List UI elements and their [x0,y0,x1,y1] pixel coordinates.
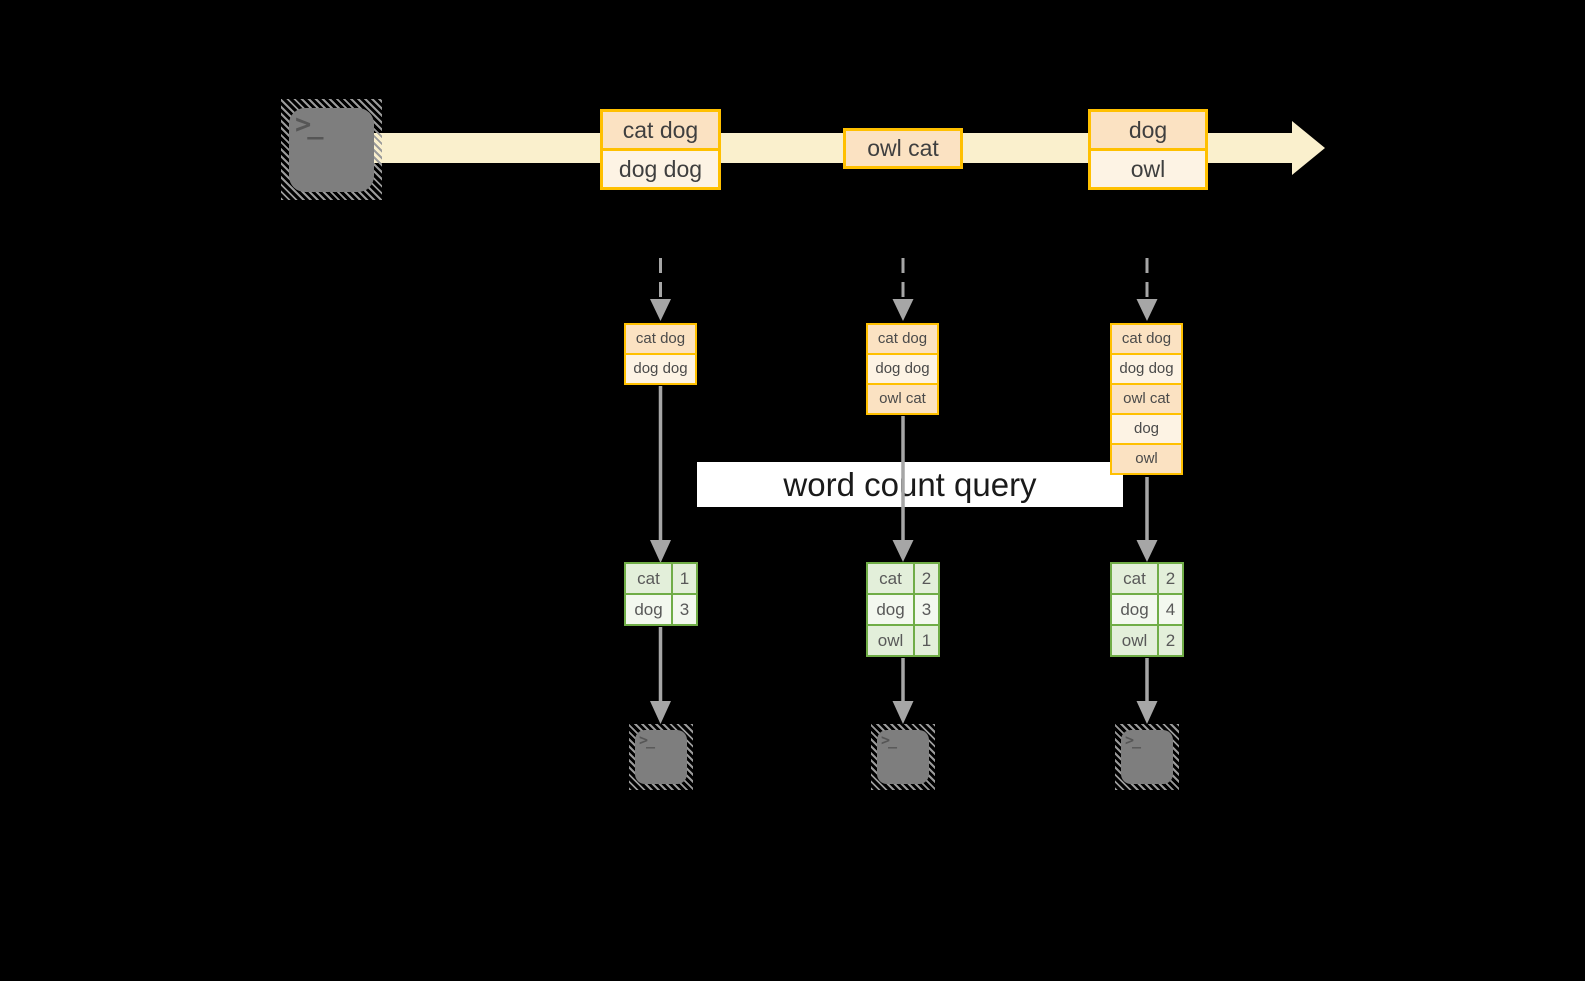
state-record: dog dog [626,353,695,383]
state-record: owl [1112,443,1181,473]
state-record: dog dog [1112,353,1181,383]
result-table-1: cat 1 dog 3 [624,562,698,626]
terminal-screen [289,108,374,192]
word-cell: dog [1112,595,1159,624]
word-cell: owl [1112,626,1159,655]
batch-record: dog [1091,112,1205,148]
output-terminal-icon-1: >_ [629,724,693,790]
count-cell: 1 [921,630,932,650]
terminal-screen [877,730,929,784]
output-terminal-icon-3: >_ [1115,724,1179,790]
terminal-prompt-icon: >_ [639,731,655,749]
terminal-screen [635,730,687,784]
terminal-prompt-icon: >_ [1125,731,1141,749]
state-record: owl cat [868,383,937,413]
count-cell: 3 [921,599,932,619]
table-row: dog 3 [868,593,938,624]
terminal-prompt-icon: >_ [295,109,323,140]
state-stack-2: cat dog dog dog owl cat [866,323,939,415]
state-stack-3: cat dog dog dog owl cat dog owl [1110,323,1183,475]
word-cell: cat [868,564,915,593]
state-record: dog [1112,413,1181,443]
word-cell: cat [1112,564,1159,593]
terminal-prompt-icon: >_ [881,731,897,749]
word-cell: owl [868,626,915,655]
result-table-2: cat 2 dog 3 owl 1 [866,562,940,657]
table-row: dog 3 [626,593,696,624]
table-row: cat 2 [868,564,938,593]
state-record: cat dog [1112,325,1181,353]
stream-batch-2: owl cat [843,128,963,169]
result-table-3: cat 2 dog 4 owl 2 [1110,562,1184,657]
query-label-text: word count query [783,465,1037,503]
word-cell: cat [626,564,673,593]
state-record: cat dog [626,325,695,353]
stream-batch-3: dog owl [1088,109,1208,190]
output-terminal-icon-2: >_ [871,724,935,790]
batch-record: owl [1091,148,1205,187]
table-row: cat 2 [1112,564,1182,593]
table-row: owl 1 [868,624,938,655]
count-cell: 2 [921,568,932,588]
word-cell: dog [626,595,673,624]
word-count-query-label: word count query [697,462,1123,507]
table-row: owl 2 [1112,624,1182,655]
source-terminal-icon: >_ [281,99,382,200]
dashed-arrows [650,258,1158,321]
table-row: cat 1 [626,564,696,593]
count-cell: 2 [1165,630,1176,650]
count-cell: 2 [1165,568,1176,588]
count-cell: 4 [1165,599,1176,619]
state-record: dog dog [868,353,937,383]
batch-record: cat dog [603,112,718,148]
count-cell: 3 [679,599,690,619]
terminal-screen [1121,730,1173,784]
state-stack-1: cat dog dog dog [624,323,697,385]
batch-record: owl cat [846,131,960,166]
stream-batch-1: cat dog dog dog [600,109,721,190]
state-record: cat dog [868,325,937,353]
word-cell: dog [868,595,915,624]
count-cell: 1 [679,568,690,588]
table-row: dog 4 [1112,593,1182,624]
state-record: owl cat [1112,383,1181,413]
batch-record: dog dog [603,148,718,187]
